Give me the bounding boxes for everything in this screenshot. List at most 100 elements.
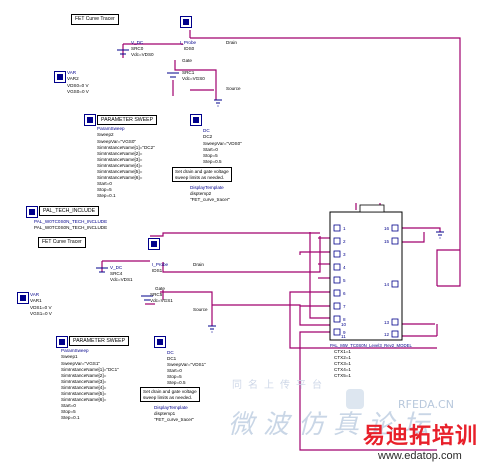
chip-pin-label: 13 [384,320,390,325]
top-template-name: "FET_curve_tracer" [190,197,231,202]
brand-logo: 易迪拓培训 [363,424,479,449]
chip-param: CTX5=1 [334,373,351,378]
chip-tab [359,204,385,213]
top-note-line: Set drain and gate voltage [175,169,229,174]
top-dc-inst: DC2 [203,134,213,139]
chip-pin-label: 2 [343,239,346,244]
bottom-source-label: Source [193,307,208,312]
top-dc-line: SweepVar="VDS0" [203,141,242,146]
include-icon[interactable] [26,206,38,218]
wire [309,232,330,319]
brand-url: www.edatop.com [378,450,462,462]
chip-pin [333,263,341,271]
bottom-vgs-inst: SRC5 [150,292,163,297]
bottom-dc-icon[interactable] [154,336,166,348]
chip-pin-label: 16 [384,226,390,231]
bottom-sweep-line: SimInstanceName[2]= [61,373,107,378]
top-probe-inst: IDS0 [184,46,195,51]
bottom-var-icon[interactable] [17,292,29,304]
chip-label: PAL_MW_TC0S0N_Level3_Rev2_MODEL [330,343,412,348]
bottom-var-kind: VAR [30,292,40,297]
include-line: PAL_W0TC0S0N_TECH_INCLUDE [34,219,108,224]
top-var-icon[interactable] [54,71,66,83]
chip-pin-label: 11 [341,334,346,339]
bottom-sweep-line: SimInstanceName[4]= [61,385,107,390]
top-dc-icon[interactable] [190,114,202,126]
bottom-title-box: FET Curve Tracer [38,237,86,248]
bottom-dc-line: Stop=5 [167,374,182,379]
chip-pin [391,224,399,232]
wire [150,232,320,237]
bottom-sweep-line: SimInstanceName[5]= [61,391,107,396]
bottom-template-kind: DisplayTemplate [154,405,188,410]
wire [174,60,217,100]
chip-pin-label: 15 [384,239,390,244]
bottom-probe-icon[interactable] [148,238,160,250]
chip-pin [391,237,399,245]
chip-pin [333,315,341,323]
wire [402,227,441,232]
top-sweep-line: Stop=5 [97,187,112,192]
chip-pin-label: 12 [384,332,390,337]
chip-pin [333,224,341,232]
bottom-drain-label: Drain [193,262,204,267]
bottom-probe-name: I_Probe [152,262,169,267]
wire [299,251,330,255]
bottom-vgs-value: Vdc=VGS1 [150,298,173,303]
top-source-label: Source [226,86,241,91]
wire [436,249,460,286]
chip-pin-label: 3 [343,252,346,257]
bottom-dc-inst: DC1 [167,356,177,361]
ground-symbol [208,325,216,333]
bottom-sweep-line: Stop=5 [61,409,76,414]
top-title-box: FET Curve Tracer [71,14,119,25]
bottom-var-line-0: VDS1=0 V [30,305,52,310]
top-sweep-kind: ParamSweep [97,126,125,131]
watermark-shield [346,389,364,409]
top-dc-line: Start=0 [203,147,218,152]
wire [402,232,425,243]
top-var-line-1: VGS0=0 V [67,89,89,94]
top-drain-label: Drain [226,40,237,45]
top-sweep-icon[interactable] [84,114,96,126]
top-sweep-line: Step=0.1 [97,193,116,198]
bottom-sweep-line: SimInstanceName[3]= [61,379,107,384]
chip-pin [333,328,341,336]
bottom-template-name: "FET_curve_tracer" [154,417,195,422]
chip-param: CTX4=1 [334,367,351,372]
top-sweep-inst: Sweep2 [97,132,114,137]
top-sweep-line: SimInstanceName[6]= [97,175,143,180]
bottom-vdc-value: Vdc=VDS1 [110,277,133,282]
top-sweep-line: SimInstanceName[1]="DC2" [97,145,155,150]
watermark-line1: 同名上传平台 [232,380,328,391]
include-title: PAL_TECH_INCLUDE [39,206,100,216]
watermark-line2: 微波仿真论坛 [228,410,439,440]
chip-param: CTX2=1 [334,355,351,360]
chip-pin [333,276,341,284]
top-vdc-value: Vdc=VDS0 [131,52,154,57]
ground-symbol [214,99,222,107]
wire [299,331,437,451]
top-dc-kind: DC [203,128,210,133]
ground-symbol [436,231,444,239]
top-probe-icon[interactable] [180,16,192,28]
top-title: FET Curve Tracer [75,16,115,22]
bottom-sweep-icon[interactable] [56,336,68,348]
chip-pin [333,302,341,310]
bottom-sweep-line: Step=0.1 [61,415,80,420]
bottom-note-line: sweep limits as needed. [143,394,193,400]
bottom-sweep-inst: Sweep1 [61,354,78,359]
chip-pin-label: 8 [343,317,346,322]
bottom-dc-line: Start=0 [167,368,182,373]
bottom-gate-label: Gate [155,286,165,291]
bottom-sweep-kind: ParamSweep [61,348,89,353]
top-vgs-value: Vdc=VGS0 [182,76,205,81]
bottom-sweep-line: SimInstanceName[1]="DC1" [61,367,119,372]
chip-param: CTX3=1 [334,361,351,366]
top-vgs-inst: SRC1 [182,70,195,75]
chip-pin-label: 5 [343,278,346,283]
top-var-line-0: VDS0=0 V [67,83,89,88]
top-sweep-line: Start=0 [97,181,112,186]
top-sweep-line: SimInstanceName[3]= [97,157,143,162]
bottom-var-inst: VAR1 [30,298,42,303]
